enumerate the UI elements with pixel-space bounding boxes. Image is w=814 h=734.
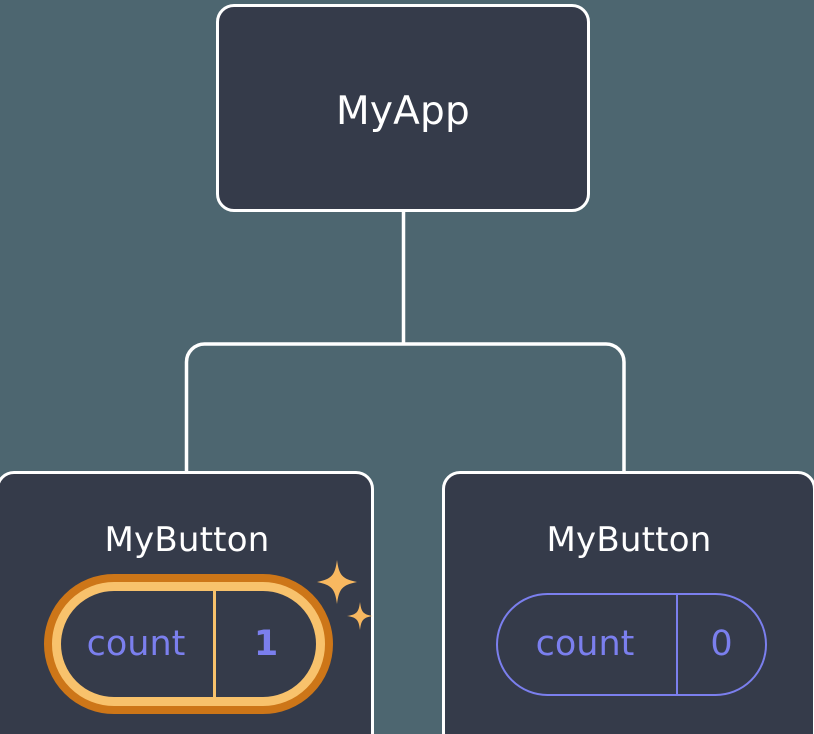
state-value-label: 1 bbox=[213, 591, 316, 697]
state-pill-count[interactable]: count 0 bbox=[496, 593, 767, 696]
node-myapp-label: MyApp bbox=[336, 89, 470, 134]
node-mybutton-left-label: MyButton bbox=[104, 520, 270, 560]
state-value-label: 0 bbox=[676, 595, 765, 694]
node-myapp[interactable]: MyApp bbox=[216, 4, 590, 212]
state-pill-count-highlighted[interactable]: count 1 bbox=[44, 574, 333, 714]
state-pill-body: count 1 bbox=[61, 591, 316, 697]
node-mybutton-right[interactable]: MyButton count 0 bbox=[442, 471, 814, 734]
connector-branch-bar bbox=[184, 342, 626, 472]
node-mybutton-left[interactable]: MyButton count 1 bbox=[0, 471, 374, 734]
highlight-ring-inner bbox=[52, 582, 325, 706]
highlight-ring-outer bbox=[44, 574, 333, 714]
state-key-label: count bbox=[86, 623, 186, 664]
node-mybutton-right-label: MyButton bbox=[546, 520, 712, 560]
state-key-label: count bbox=[535, 624, 635, 664]
